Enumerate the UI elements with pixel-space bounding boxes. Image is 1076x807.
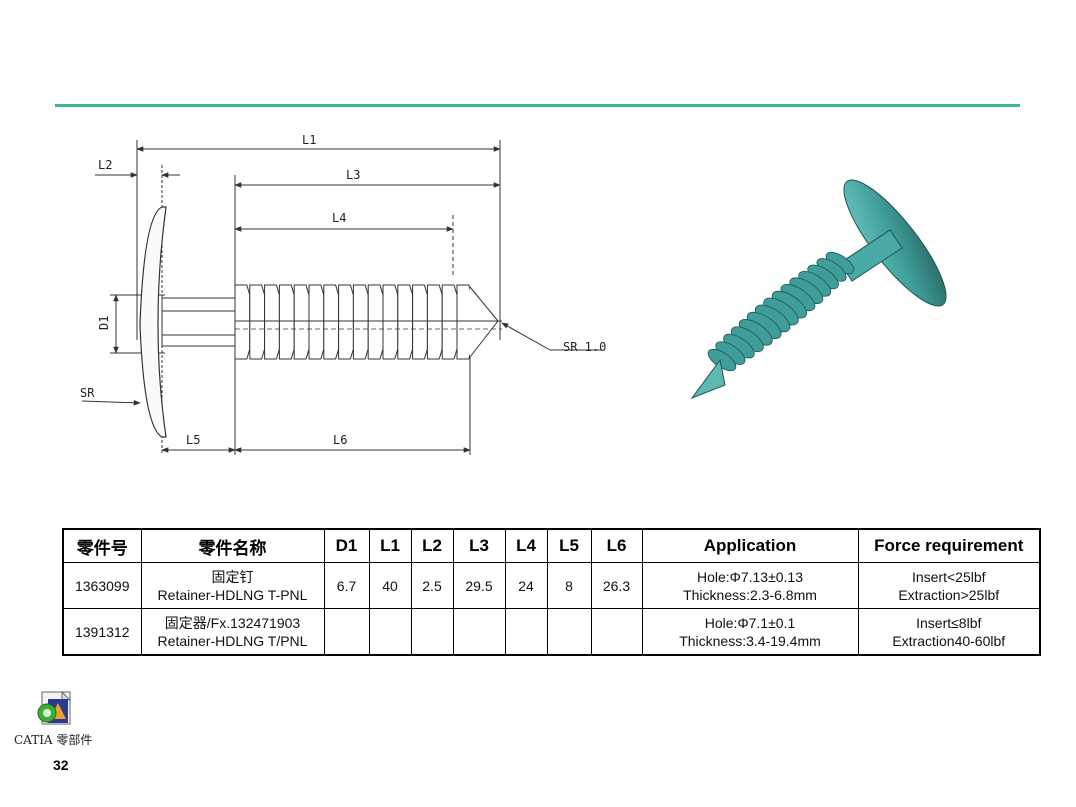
value-l4 (504, 608, 548, 656)
part-name: 固定钉 Retainer-HDLNG T-PNL (140, 562, 325, 609)
force-insert: Insert<25lbf (911, 568, 986, 585)
dim-label-d1: D1 (97, 316, 111, 330)
col-header-l2: L2 (410, 528, 454, 563)
value-l5 (546, 608, 592, 656)
part-name-en: Retainer-HDLNG T/PNL (157, 632, 308, 649)
part-number: 1391312 (62, 608, 142, 656)
spec-table: 零件号 零件名称 D1 L1 L2 L3 L4 L5 L6 Applicatio… (62, 528, 1041, 656)
col-header-force: Force requirement (857, 528, 1041, 563)
value-l5: 8 (546, 562, 592, 609)
value-l2 (410, 608, 454, 656)
rib-outline (293, 284, 310, 360)
part-name-en: Retainer-HDLNG T-PNL (157, 586, 308, 603)
table-header-row: 零件号 零件名称 D1 L1 L2 L3 L4 L5 L6 Applicatio… (62, 528, 1041, 563)
catia-part-icon[interactable] (36, 691, 74, 727)
rib-outline (278, 284, 295, 360)
force-requirement: Insert≤8lbf Extraction40-60lbf (857, 608, 1041, 656)
value-l1: 40 (368, 562, 412, 609)
dim-label-sr: SR (80, 386, 95, 400)
application: Hole:Φ7.13±0.13 Thickness:2.3-6.8mm (641, 562, 859, 609)
rib-outline (397, 284, 414, 360)
header-rule (55, 104, 1020, 107)
part-number: 1363099 (62, 562, 142, 609)
application-thickness: Thickness:2.3-6.8mm (683, 586, 817, 603)
rib-outline (426, 284, 443, 360)
value-l2: 2.5 (410, 562, 454, 609)
table-row: 1391312 固定器/Fx.132471903 Retainer-HDLNG … (62, 608, 1041, 656)
rib-outline (456, 284, 473, 360)
col-header-application: Application (641, 528, 859, 563)
part-3d-render (690, 179, 947, 400)
value-l1 (368, 608, 412, 656)
dim-label-l1: L1 (302, 133, 316, 147)
dim-label-sr-tip: SR 1.0 (563, 340, 606, 354)
page-number: 32 (53, 757, 69, 773)
rib-outline (323, 284, 340, 360)
application: Hole:Φ7.1±0.1 Thickness:3.4-19.4mm (641, 608, 859, 656)
rib-outline (367, 284, 384, 360)
force-requirement: Insert<25lbf Extraction>25lbf (857, 562, 1041, 609)
value-l6 (590, 608, 643, 656)
part-name-cn: 固定钉 (211, 568, 254, 585)
rib-outline (264, 284, 280, 360)
part-name-cn: 固定器/Fx.132471903 (164, 614, 301, 631)
dim-label-l5: L5 (186, 433, 200, 447)
value-l6: 26.3 (590, 562, 643, 609)
col-header-l6: L6 (590, 528, 643, 563)
rib-outline (234, 284, 251, 360)
dimension-drawing: L1 L2 L3 L4 L5 L6 D1 SR SR 1.0 (80, 133, 606, 455)
force-insert: Insert≤8lbf (916, 614, 982, 631)
dim-label-l2: L2 (98, 158, 112, 172)
value-l3: 29.5 (452, 562, 506, 609)
rib-outline (382, 284, 399, 360)
part-name: 固定器/Fx.132471903 Retainer-HDLNG T/PNL (140, 608, 325, 656)
col-header-d1: D1 (323, 528, 370, 563)
rib-outline (308, 284, 325, 360)
rib-outline (441, 284, 458, 360)
col-header-part-name: 零件名称 (140, 528, 325, 563)
col-header-l5: L5 (546, 528, 592, 563)
value-d1: 6.7 (323, 562, 370, 609)
value-l4: 24 (504, 562, 548, 609)
rib-outline (412, 284, 428, 360)
col-header-l1: L1 (368, 528, 412, 563)
col-header-l3: L3 (452, 528, 506, 563)
application-hole: Hole:Φ7.13±0.13 (696, 568, 804, 585)
table-row: 1363099 固定钉 Retainer-HDLNG T-PNL 6.7 40 … (62, 562, 1041, 609)
rib-outline (352, 284, 369, 360)
col-header-l4: L4 (504, 528, 548, 563)
value-d1 (323, 608, 370, 656)
force-extraction: Extraction40-60lbf (892, 632, 1006, 649)
dim-label-l6: L6 (333, 433, 347, 447)
dim-label-l3: L3 (346, 168, 360, 182)
value-l3 (452, 608, 506, 656)
application-thickness: Thickness:3.4-19.4mm (679, 632, 821, 649)
force-extraction: Extraction>25lbf (898, 586, 1000, 603)
application-hole: Hole:Φ7.1±0.1 (704, 614, 796, 631)
dim-label-l4: L4 (332, 211, 346, 225)
col-header-part-no: 零件号 (62, 528, 142, 563)
rib-outline (338, 284, 354, 360)
rib-outline (249, 284, 266, 360)
catia-label: CATIA 零部件 (14, 733, 93, 747)
